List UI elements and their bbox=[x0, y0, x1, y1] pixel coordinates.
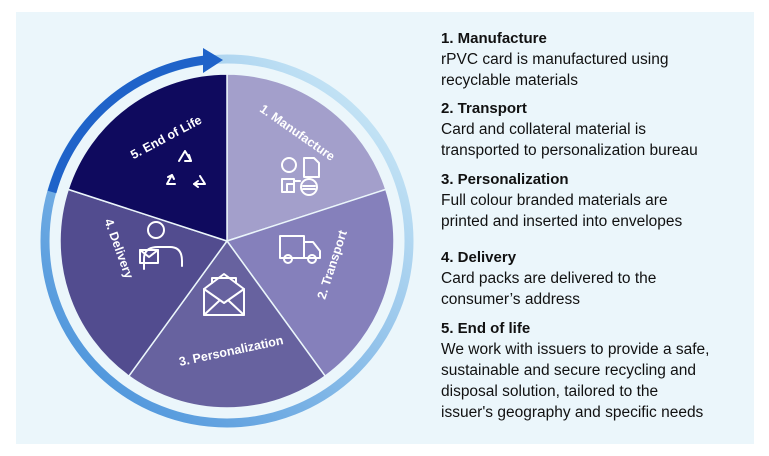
step-description-line: Full colour branded materials are bbox=[441, 192, 668, 209]
step-title: 5. End of life bbox=[441, 320, 531, 337]
segment-personalization bbox=[127, 239, 327, 409]
step-description-line: printed and inserted into envelopes bbox=[441, 213, 683, 230]
step-description-line: disposal solution, tailored to the bbox=[441, 383, 659, 400]
step-title: 3. Personalization bbox=[441, 171, 569, 188]
step-description-line: transported to personalization bureau bbox=[441, 142, 698, 159]
cycle-ring bbox=[40, 54, 414, 428]
envelope-icon bbox=[203, 273, 245, 316]
step-description-line: rPVC card is manufactured using bbox=[441, 51, 669, 68]
segment-delivery bbox=[59, 188, 229, 378]
cycle-ring-dark-arc bbox=[47, 55, 206, 194]
step-title: 2. Transport bbox=[441, 100, 527, 117]
step-description-line: Card and collateral material is bbox=[441, 121, 647, 138]
truck-icon bbox=[279, 235, 321, 264]
step-description-line: recyclable materials bbox=[441, 72, 578, 89]
step-description-line: We work with issuers to provide a safe, bbox=[441, 341, 710, 358]
segment-end-of-life bbox=[67, 73, 228, 243]
courier-icon bbox=[139, 221, 183, 270]
step-description-line: sustainable and secure recycling and bbox=[441, 362, 697, 379]
recycle-icon bbox=[166, 150, 206, 188]
step-personalization: 3. Personalization Full colour branded m… bbox=[441, 170, 761, 232]
step-description-line: issuer's geography and specific needs bbox=[441, 404, 704, 421]
step-end-of-life: 5. End of life We work with issuers to p… bbox=[441, 319, 761, 423]
step-transport: 2. Transport Card and collateral materia… bbox=[441, 99, 761, 161]
cycle-arrowhead-icon bbox=[203, 48, 223, 73]
step-description-line: Card packs are delivered to the bbox=[441, 270, 657, 287]
manufacture-icon bbox=[281, 157, 320, 196]
step-title: 4. Delivery bbox=[441, 249, 517, 266]
step-description-line: consumer’s address bbox=[441, 291, 580, 308]
segment-transport bbox=[225, 188, 395, 378]
lifecycle-diagram: 1. Manufacture 2. Transport 3. Personali… bbox=[40, 48, 414, 428]
step-delivery: 4. Delivery Card packs are delivered to … bbox=[441, 248, 761, 310]
step-manufacture: 1. Manufacture rPVC card is manufactured… bbox=[441, 29, 761, 91]
step-title: 1. Manufacture bbox=[441, 30, 547, 47]
